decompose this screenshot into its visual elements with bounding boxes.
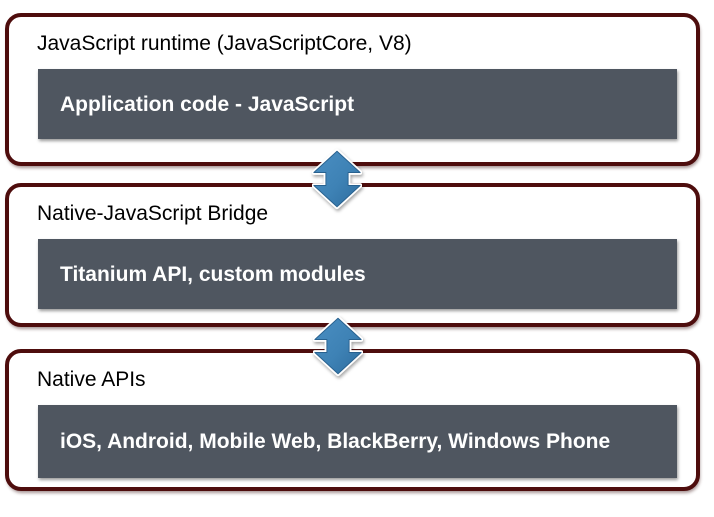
layer-card-bridge: Native-JavaScript Bridge Titanium API, c… (5, 183, 700, 327)
up-down-arrow-icon (313, 315, 363, 377)
layer-panel-label: Titanium API, custom modules (60, 262, 366, 286)
layer-card-js-runtime: JavaScript runtime (JavaScriptCore, V8) … (5, 13, 700, 166)
layer-panel: Titanium API, custom modules (38, 239, 677, 309)
layer-title: JavaScript runtime (JavaScriptCore, V8) (37, 32, 412, 55)
layer-panel: Application code - JavaScript (38, 69, 677, 139)
up-down-arrow-icon (312, 148, 362, 210)
layer-title: Native APIs (37, 368, 146, 391)
layer-panel: iOS, Android, Mobile Web, BlackBerry, Wi… (38, 405, 677, 478)
layer-title: Native-JavaScript Bridge (37, 202, 269, 225)
layer-card-native-apis: Native APIs iOS, Android, Mobile Web, Bl… (5, 349, 700, 491)
layer-panel-label: Application code - JavaScript (60, 92, 355, 116)
layer-panel-label: iOS, Android, Mobile Web, BlackBerry, Wi… (60, 430, 611, 453)
